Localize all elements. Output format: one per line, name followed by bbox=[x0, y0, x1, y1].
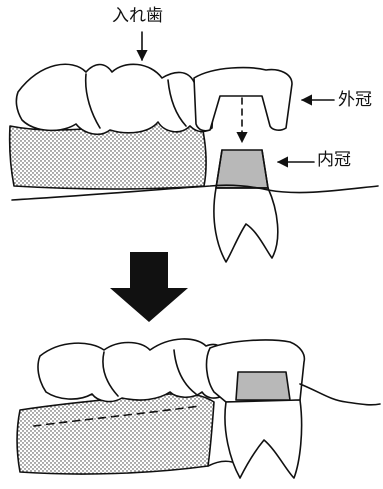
big-down-arrow bbox=[110, 252, 188, 322]
gum-line-bottom-left bbox=[208, 461, 232, 466]
outer-crown-label: 外冠 bbox=[338, 92, 372, 109]
inner-crown-bottom bbox=[236, 372, 290, 400]
abutment-root-bottom bbox=[225, 400, 302, 478]
denture-teeth-bottom bbox=[38, 339, 224, 402]
inner-crown-label: 内冠 bbox=[317, 152, 351, 169]
denture-label: 入れ歯 bbox=[112, 8, 163, 25]
top-stage-before-insertion bbox=[10, 32, 378, 262]
bottom-stage-after-insertion bbox=[17, 339, 380, 478]
outer-crown-top bbox=[194, 68, 292, 131]
abutment-root-top bbox=[214, 188, 278, 262]
inner-crown-top bbox=[216, 150, 268, 188]
gum-line-bottom bbox=[300, 384, 380, 405]
denture-base-bottom bbox=[17, 393, 214, 474]
